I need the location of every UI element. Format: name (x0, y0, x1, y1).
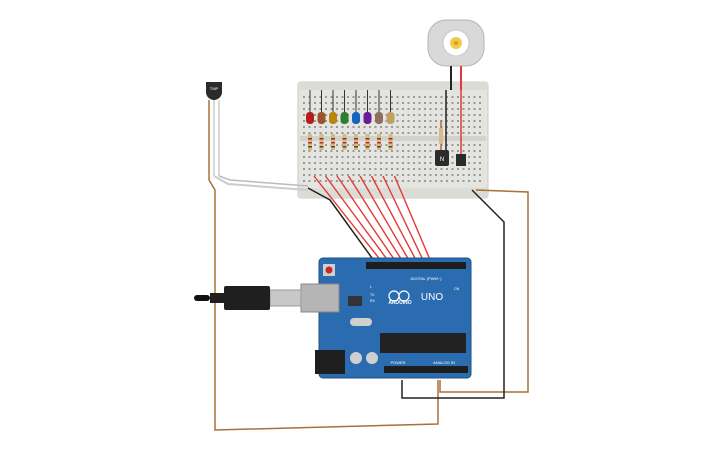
arduino-board[interactable]: DIGITAL (PWM~) ARDUINO UNO POWER ANALOG … (300, 257, 472, 379)
on-label: ON (454, 287, 460, 291)
transistor-label: N (440, 157, 444, 163)
led-4[interactable] (340, 90, 349, 150)
red-wire-3 (336, 175, 397, 263)
led-6[interactable] (363, 90, 372, 150)
arduino-model: UNO (421, 292, 443, 303)
led-8[interactable] (386, 90, 395, 150)
led-1[interactable] (306, 90, 314, 150)
dc-motor[interactable] (427, 19, 485, 90)
usb-cable[interactable] (194, 286, 302, 310)
red-wire-6 (370, 175, 418, 263)
red-wire-1 (313, 175, 383, 263)
red-wire-8 (393, 175, 432, 263)
led-5[interactable] (352, 90, 360, 150)
led-7[interactable] (375, 90, 383, 150)
tx-label: TX (370, 293, 375, 297)
led-2[interactable] (317, 90, 326, 150)
power-label: POWER (390, 360, 405, 365)
breadboard[interactable] (297, 81, 489, 199)
digital-label: DIGITAL (PWM~) (411, 276, 443, 281)
transistor[interactable]: N (435, 90, 466, 166)
led-3[interactable] (329, 90, 337, 150)
arduino-brand: ARDUINO (388, 300, 411, 306)
rx-label: RX (370, 299, 376, 303)
l-label: L (370, 285, 372, 289)
red-wire-4 (347, 175, 404, 263)
sensor-label: TMP (210, 86, 219, 91)
led-signal-wires (313, 175, 432, 263)
red-wire-5 (359, 175, 411, 263)
red-wire-7 (382, 175, 425, 263)
red-wire-2 (324, 175, 390, 263)
transistor-resistor (439, 128, 443, 144)
analog-label: ANALOG IN (433, 360, 455, 365)
led-array (306, 90, 443, 150)
temperature-sensor[interactable]: TMP (206, 82, 222, 180)
